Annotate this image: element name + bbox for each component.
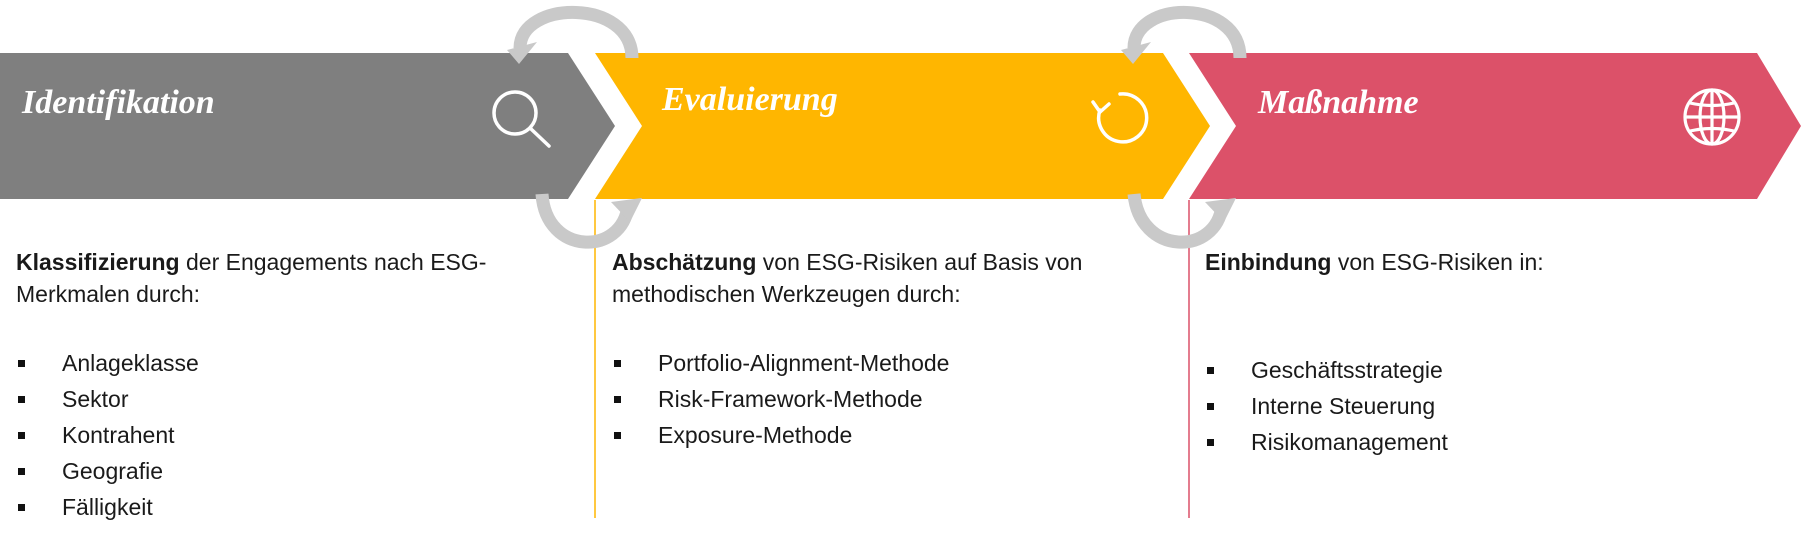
- cycle-arrow-bottom-2: [1127, 192, 1236, 249]
- identifikation-keyword: Klassifizierung: [16, 249, 180, 275]
- identifikation-title: Identifikation: [22, 84, 215, 121]
- globe-icon: [1683, 88, 1741, 146]
- refresh-icon: [1091, 92, 1149, 144]
- list-item: Sektor: [16, 381, 556, 417]
- massnahme-title: Maßnahme: [1258, 84, 1419, 121]
- identifikation-chevron: [0, 53, 615, 199]
- evaluierung-list: Portfolio-Alignment-Methode Risk-Framewo…: [612, 345, 1162, 453]
- evaluierung-intro: Abschätzung von ESG-Risiken auf Basis vo…: [612, 246, 1162, 310]
- list-item: Anlageklasse: [16, 345, 556, 381]
- identifikation-intro: Klassifizierung der Engagements nach ESG…: [16, 246, 556, 310]
- massnahme-chevron: [1189, 53, 1801, 199]
- list-item: Kontrahent: [16, 417, 556, 453]
- list-item: Risikomanagement: [1205, 424, 1765, 460]
- identifikation-description: der Engagements nach ESG-Merkmalen durch…: [16, 249, 487, 307]
- list-item: Geografie: [16, 453, 556, 489]
- cycle-arrow-top-2: [1121, 5, 1247, 64]
- identifikation-list: Anlageklasse Sektor Kontrahent Geografie…: [16, 345, 556, 525]
- magnifier-icon: [492, 90, 551, 148]
- cycle-arrow-bottom-1: [535, 193, 642, 249]
- list-item: Exposure-Methode: [612, 417, 1162, 453]
- list-item: Fälligkeit: [16, 489, 556, 525]
- massnahme-list: Geschäftsstrategie Interne Steuerung Ris…: [1205, 352, 1765, 460]
- evaluierung-keyword: Abschätzung: [612, 249, 757, 275]
- evaluierung-column: Abschätzung von ESG-Risiken auf Basis vo…: [612, 246, 1162, 453]
- cycle-arrow-top-1: [507, 5, 639, 64]
- list-item: Risk-Framework-Methode: [612, 381, 1162, 417]
- evaluierung-description: von ESG-Risiken auf Basis von methodisch…: [612, 249, 1083, 307]
- list-item: Interne Steuerung: [1205, 388, 1765, 424]
- massnahme-keyword: Einbindung: [1205, 249, 1332, 275]
- evaluierung-title: Evaluierung: [662, 81, 838, 118]
- list-item: Geschäftsstrategie: [1205, 352, 1765, 388]
- massnahme-intro: Einbindung von ESG-Risiken in:: [1205, 246, 1765, 278]
- identifikation-column: Klassifizierung der Engagements nach ESG…: [16, 246, 556, 525]
- massnahme-description: von ESG-Risiken in:: [1331, 249, 1544, 275]
- evaluierung-chevron: [595, 53, 1210, 199]
- list-item: Portfolio-Alignment-Methode: [612, 345, 1162, 381]
- massnahme-column: Einbindung von ESG-Risiken in: Geschäfts…: [1205, 246, 1765, 460]
